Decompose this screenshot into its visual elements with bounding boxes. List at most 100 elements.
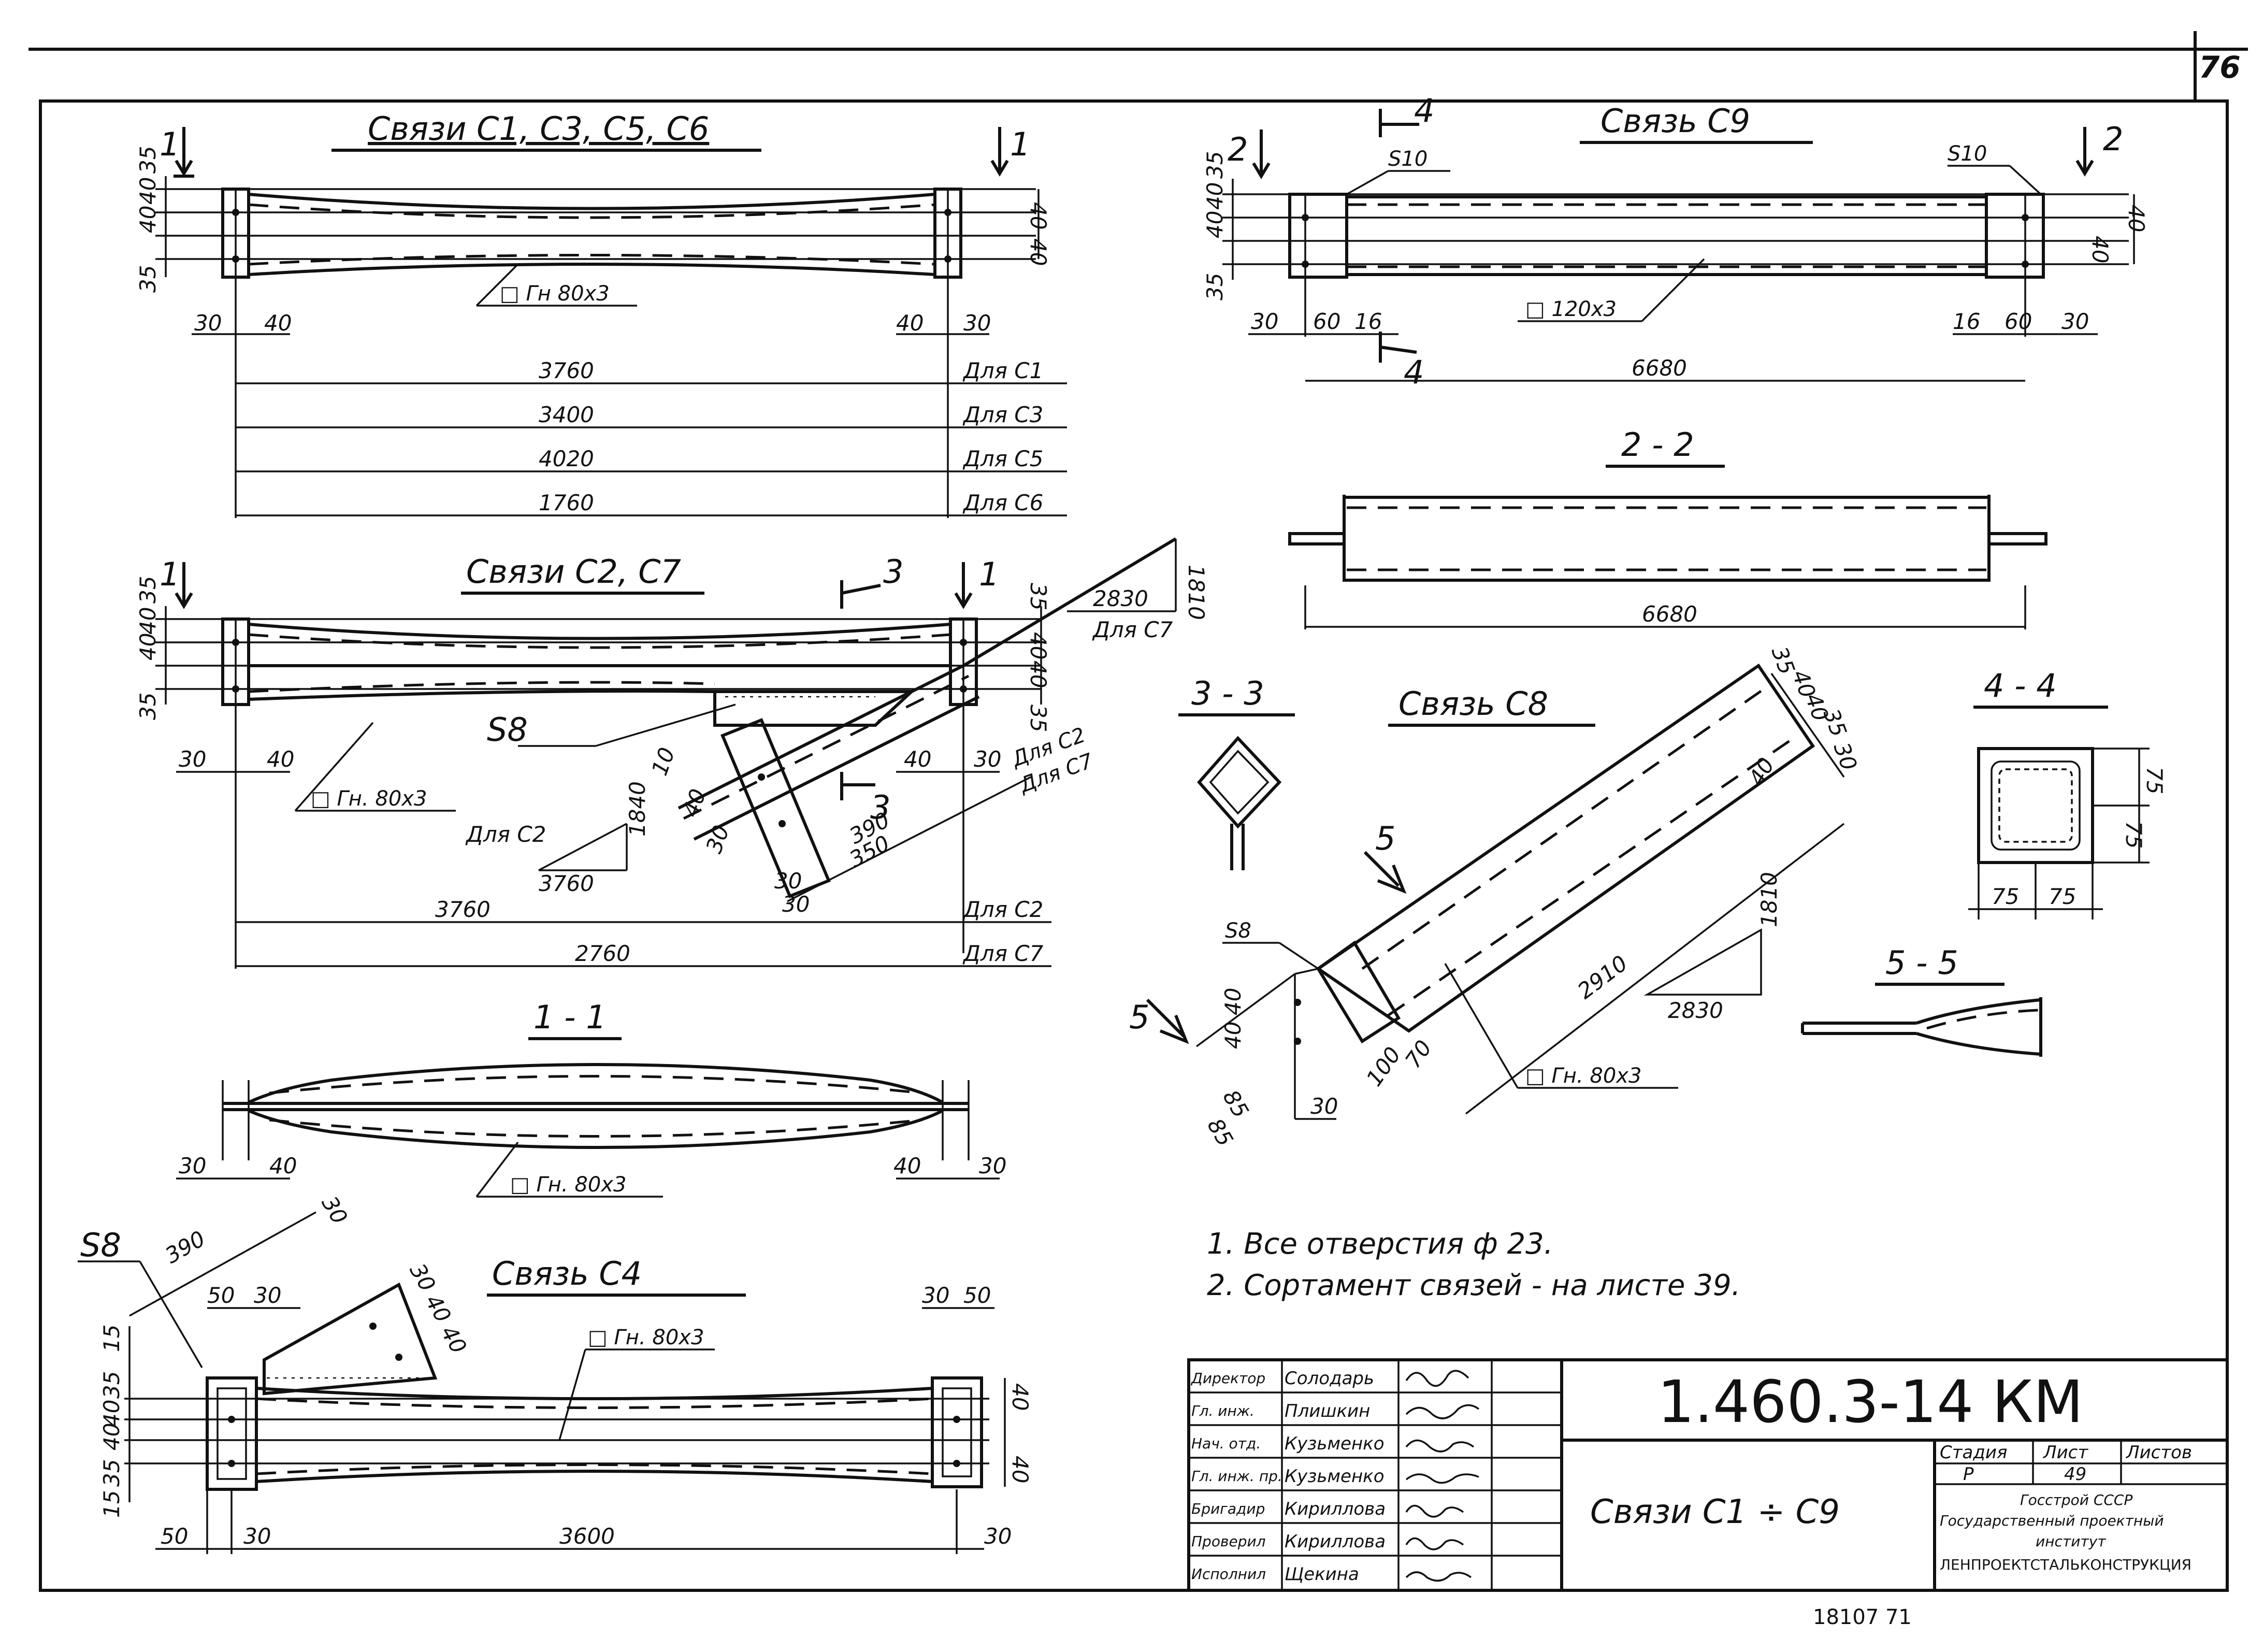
- view-c2-plate: S8: [487, 711, 528, 749]
- svg-text:35: 35: [135, 146, 161, 174]
- svg-text:35: 35: [135, 576, 161, 604]
- view-c8-profile: □ Гн. 80х3: [1525, 1064, 1641, 1088]
- svg-text:Для С5: Для С5: [962, 446, 1043, 471]
- svg-text:институт: институт: [2036, 1533, 2106, 1550]
- section-2-2: 2 - 2 6680: [1288, 426, 2047, 629]
- svg-text:6680: 6680: [1632, 355, 1687, 381]
- svg-text:3760: 3760: [539, 358, 594, 383]
- svg-text:5: 5: [1375, 820, 1395, 857]
- svg-text:3600: 3600: [559, 1524, 615, 1549]
- svg-text:Кузьменко: Кузьменко: [1285, 1466, 1385, 1487]
- svg-text:75: 75: [2049, 884, 2076, 909]
- svg-text:Гл. инж.: Гл. инж.: [1191, 1402, 1254, 1419]
- svg-text:40: 40: [1026, 238, 1051, 266]
- svg-text:5: 5: [1129, 998, 1149, 1036]
- svg-text:35: 35: [99, 1371, 124, 1399]
- svg-text:3: 3: [883, 553, 903, 591]
- signatures: [1405, 1370, 1480, 1582]
- svg-text:40: 40: [1026, 202, 1051, 229]
- svg-text:Солодарь: Солодарь: [1285, 1368, 1374, 1389]
- svg-text:35: 35: [1026, 705, 1051, 732]
- svg-text:Стадия: Стадия: [1940, 1442, 2007, 1463]
- svg-text:30: 30: [782, 892, 810, 917]
- svg-text:30: 30: [963, 310, 991, 336]
- svg-text:Кузьменко: Кузьменко: [1285, 1433, 1385, 1454]
- sheet-frame: 76: [28, 31, 2248, 1592]
- svg-text:75: 75: [2142, 767, 2167, 794]
- svg-text:4: 4: [1404, 353, 1424, 391]
- svg-text:40: 40: [267, 746, 294, 772]
- svg-text:1 - 1: 1 - 1: [533, 998, 607, 1036]
- svg-text:Для С2: Для С2: [962, 897, 1043, 922]
- svg-text:2: 2: [1228, 131, 1248, 168]
- svg-text:60: 60: [2005, 309, 2032, 334]
- svg-text:3760: 3760: [435, 897, 491, 922]
- view-c9-plate-right: S10: [1948, 142, 1987, 166]
- svg-text:35: 35: [1202, 273, 1228, 300]
- svg-text:Щекина: Щекина: [1285, 1564, 1359, 1585]
- svg-text:Листов: Листов: [2125, 1442, 2192, 1463]
- view-c4-title: Связь С4: [492, 1255, 642, 1292]
- view-c9: Связь С9 4 4 2 2 S10: [1202, 92, 2149, 391]
- svg-text:2 - 2: 2 - 2: [1621, 426, 1694, 464]
- svg-text:40: 40: [1007, 1383, 1033, 1411]
- svg-text:15: 15: [99, 1325, 124, 1352]
- drawing-name: Связи С1 ÷ С9: [1590, 1493, 1840, 1531]
- section-3-3: 3 - 3: [1178, 674, 1295, 870]
- svg-text:Для С2: Для С2: [465, 822, 546, 847]
- svg-text:30: 30: [254, 1283, 281, 1308]
- svg-text:30: 30: [979, 1153, 1006, 1179]
- view-c9-plate-left: S10: [1388, 147, 1427, 171]
- svg-text:30: 30: [1310, 1094, 1338, 1119]
- svg-text:30: 30: [1251, 309, 1278, 334]
- svg-text:30: 30: [701, 822, 734, 856]
- svg-text:Для С7: Для С7: [1092, 617, 1173, 642]
- svg-text:40: 40: [264, 310, 292, 336]
- svg-text:60: 60: [1313, 309, 1340, 334]
- view-c1: Связи С1, С3, С5, С6 1 1 □ Гн 80х3: [135, 110, 1067, 518]
- svg-text:2: 2: [2103, 120, 2123, 158]
- notes: 1. Все отверстия ф 23. 2. Сортамент связ…: [1207, 1227, 1740, 1302]
- view-c9-title: Связь С9: [1600, 102, 1750, 140]
- svg-text:16: 16: [1953, 309, 1980, 334]
- svg-text:Для С7: Для С7: [962, 941, 1044, 966]
- svg-text:35: 35: [1202, 151, 1228, 179]
- svg-text:30: 30: [194, 310, 222, 336]
- view-c8-plate: S8: [1225, 919, 1251, 943]
- section-mark-right: 1: [1010, 125, 1030, 163]
- svg-text:40: 40: [436, 1321, 471, 1358]
- svg-text:40: 40: [135, 206, 161, 233]
- stamp-numbers: 18107 71: [1813, 1605, 1912, 1629]
- svg-text:40: 40: [677, 785, 711, 820]
- svg-text:40: 40: [1220, 988, 1246, 1015]
- svg-text:35: 35: [135, 265, 161, 293]
- svg-text:40: 40: [269, 1153, 297, 1179]
- svg-text:1760: 1760: [539, 490, 594, 515]
- svg-text:6680: 6680: [1642, 601, 1697, 627]
- svg-text:4 - 4: 4 - 4: [1984, 667, 2057, 705]
- view-c8-title: Связь С8: [1398, 685, 1548, 723]
- view-c9-profile: □ 120х3: [1525, 297, 1617, 321]
- section-mark-left: 1: [160, 125, 180, 163]
- svg-text:16: 16: [1354, 309, 1382, 334]
- title-block: Директор Солодарь Гл. инж. Плишкин Нач. …: [1187, 1358, 2229, 1592]
- svg-text:15: 15: [99, 1490, 124, 1518]
- svg-text:30: 30: [405, 1259, 440, 1296]
- svg-text:49: 49: [2064, 1464, 2086, 1485]
- svg-text:30: 30: [984, 1524, 1012, 1549]
- section-5-5: 5 - 5: [1801, 944, 2042, 1057]
- view-c2-title: Связи С2, С7: [466, 553, 681, 591]
- svg-text:30: 30: [974, 746, 1001, 772]
- svg-text:Государственный проектный: Государственный проектный: [1940, 1512, 2164, 1529]
- svg-text:Бригадир: Бригадир: [1191, 1500, 1265, 1517]
- svg-text:30: 30: [243, 1524, 271, 1549]
- svg-text:10: 10: [646, 744, 680, 779]
- svg-text:100: 100: [1361, 1042, 1406, 1091]
- svg-text:35: 35: [99, 1459, 124, 1487]
- view-c8: Связь С8 5 5 S8 35 40 40 35 30 40 2910: [1129, 643, 1862, 1151]
- view-c2-profile: □ Гн. 80х3: [311, 787, 427, 811]
- svg-text:30: 30: [179, 1153, 206, 1179]
- svg-text:3: 3: [870, 788, 890, 826]
- svg-text:□ Гн. 80х3: □ Гн. 80х3: [510, 1173, 626, 1197]
